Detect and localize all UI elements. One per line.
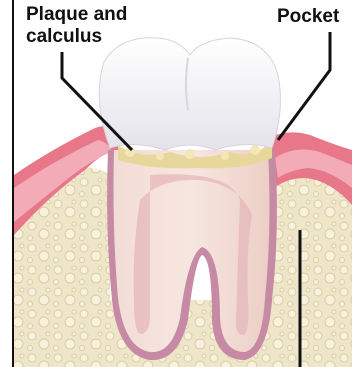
tooth-crown — [99, 38, 280, 150]
pocket-leader-line — [278, 32, 330, 140]
label-pocket: Pocket — [277, 6, 340, 27]
label-plaque-line1: Plaque and — [26, 4, 127, 25]
label-plaque-line2: calculus — [26, 26, 102, 47]
